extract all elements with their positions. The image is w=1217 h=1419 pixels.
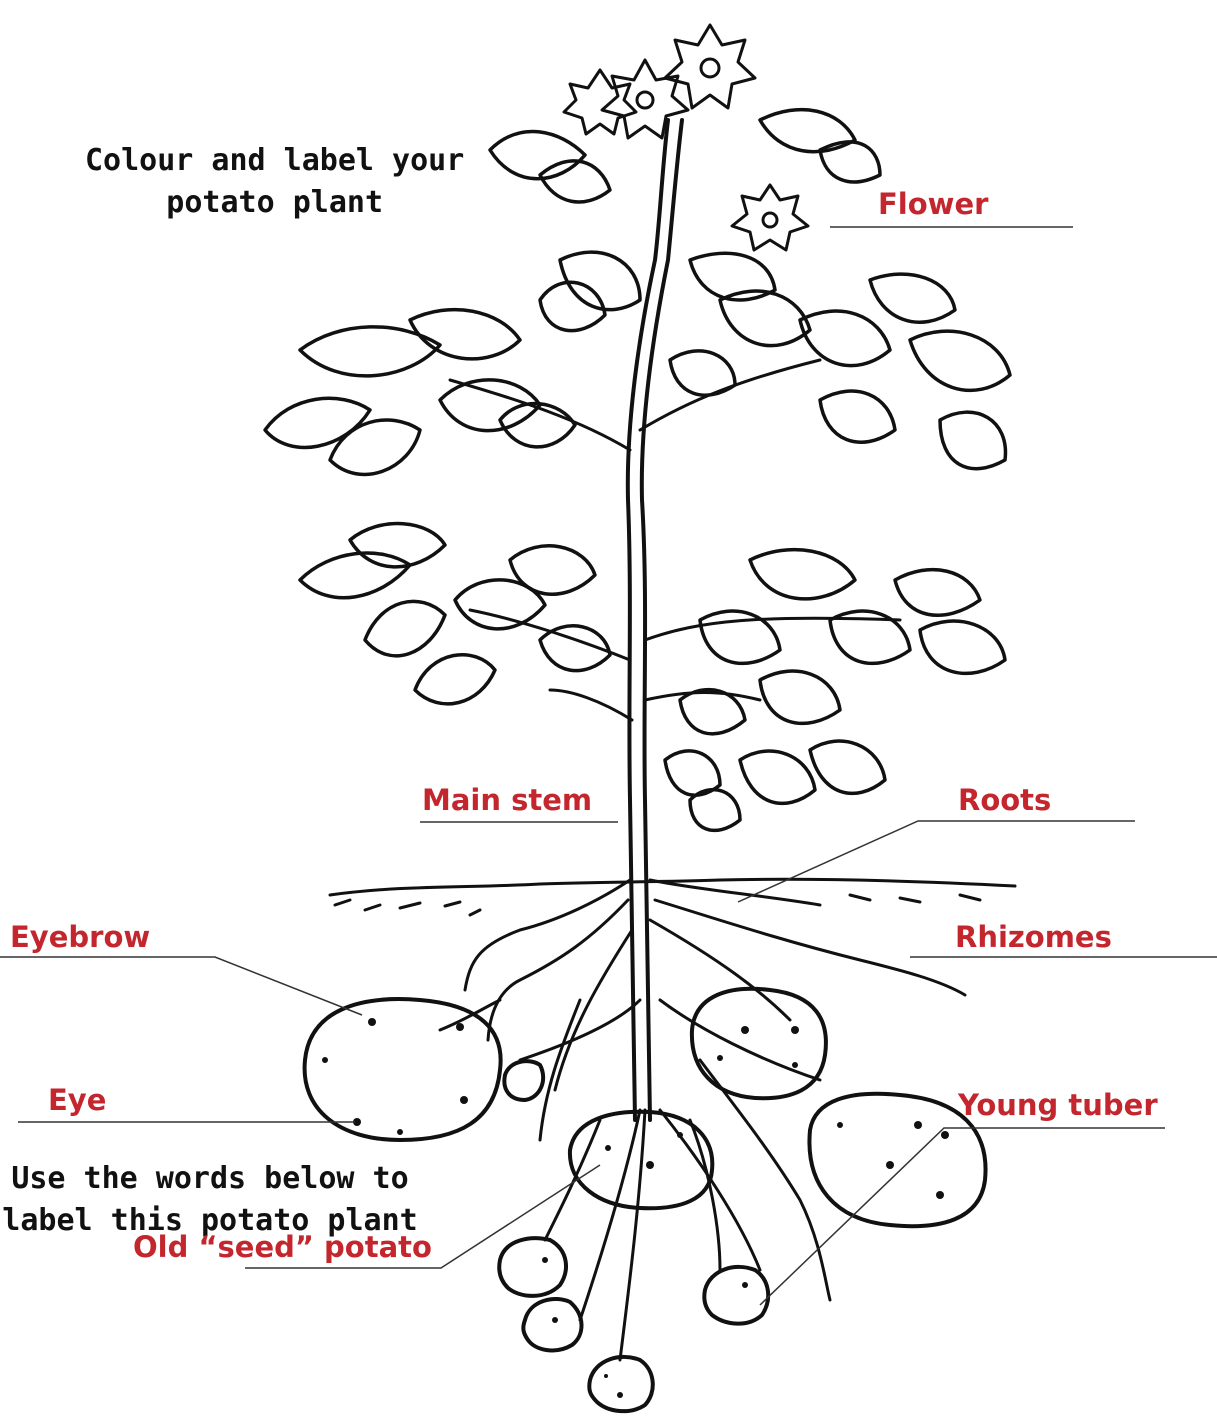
label-eyebrow: Eyebrow (10, 920, 150, 954)
branches-drawing (450, 360, 900, 720)
flowers-drawing (564, 25, 808, 250)
label-main-stem: Main stem (422, 783, 592, 817)
instruction-line-1: Use the words below to (0, 1158, 420, 1200)
worksheet-title: Colour and label your potato plant (85, 140, 464, 224)
main-stem-drawing (628, 120, 682, 1120)
label-flower: Flower (878, 187, 988, 221)
eyebrow-leader-line (0, 957, 362, 1015)
label-young-tuber: Young tuber (958, 1088, 1158, 1122)
title-line-1: Colour and label your (85, 140, 464, 182)
roots-drawing (440, 880, 965, 1360)
leader-lines (0, 227, 1217, 1305)
title-line-2: potato plant (85, 182, 464, 224)
label-rhizomes: Rhizomes (955, 920, 1112, 954)
label-old-seed-potato: Old “seed” potato (133, 1230, 432, 1264)
label-eye: Eye (48, 1083, 106, 1117)
label-roots: Roots (958, 783, 1051, 817)
roots-leader-line (738, 821, 1135, 902)
